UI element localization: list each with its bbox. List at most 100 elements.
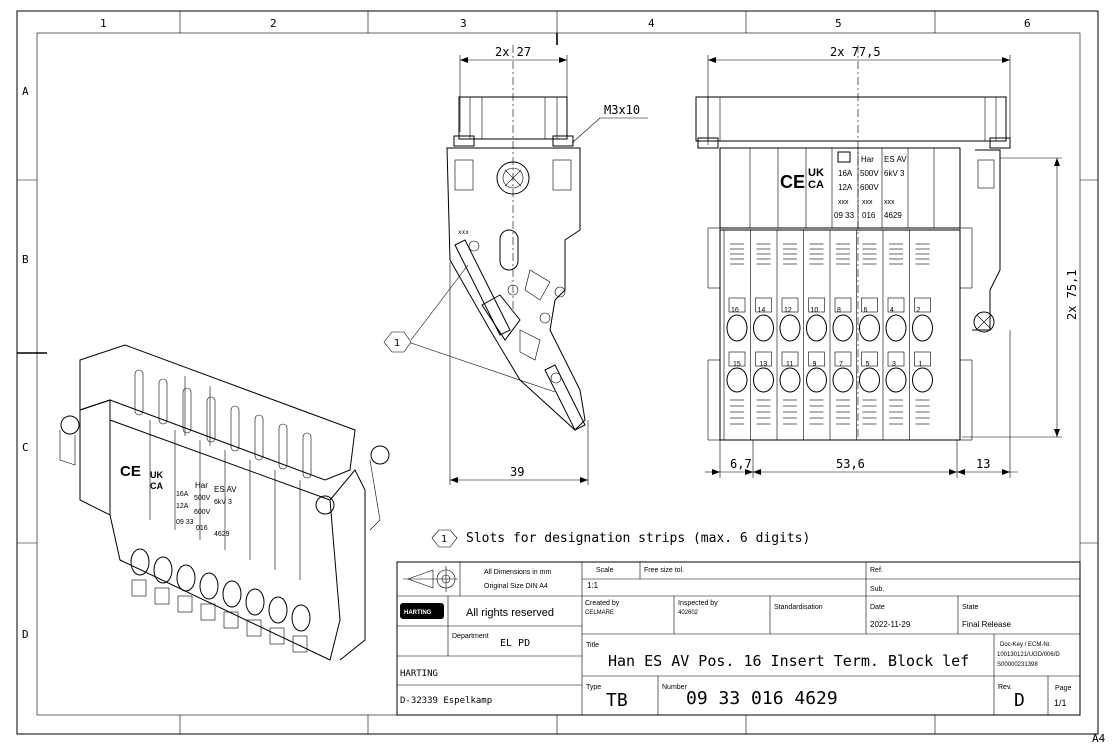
created-label: Created by xyxy=(585,600,620,607)
contact-pin xyxy=(158,378,168,425)
sub-label: Sub. xyxy=(870,586,884,593)
wire-entry xyxy=(726,314,748,342)
marking-code: xxx xyxy=(862,199,873,206)
wire-entry xyxy=(779,314,801,342)
iso-current2: 12A xyxy=(176,503,189,510)
push-button xyxy=(728,297,746,313)
iso-spring xyxy=(131,579,147,597)
push-button xyxy=(781,351,799,367)
iso-spring xyxy=(177,595,193,613)
iso-p3: 4629 xyxy=(214,531,230,538)
dockey-value-1: 100130121/UGD/006/D xyxy=(997,652,1060,658)
marking-code: xxx xyxy=(838,199,849,206)
created-value: CELMARE xyxy=(585,610,614,616)
wire-entry xyxy=(806,367,827,393)
contact-pin xyxy=(182,387,192,434)
iso-spring xyxy=(246,619,262,637)
page-label: Page xyxy=(1055,685,1071,692)
sheet-size: A4 xyxy=(1092,732,1106,745)
page-value: 1/1 xyxy=(1054,698,1067,708)
push-button xyxy=(728,351,746,367)
push-button xyxy=(834,297,852,313)
iso-spring xyxy=(269,627,285,645)
title-block: All Dimensions in mm Original Size DIN A… xyxy=(396,561,1081,716)
projection-symbol xyxy=(403,566,458,592)
dim-side-width: 2x 77,5 xyxy=(830,45,881,59)
push-button xyxy=(808,297,825,313)
push-button xyxy=(887,297,905,313)
dim-pitch-span: 53,6 xyxy=(836,457,865,471)
iso-voltage: 500V xyxy=(194,495,211,502)
wire-entry xyxy=(753,314,774,342)
wire-entry xyxy=(753,367,774,393)
contact-pin xyxy=(134,369,144,416)
column-label: 1 xyxy=(100,17,107,30)
push-button xyxy=(914,351,931,367)
iso-wire-entry xyxy=(153,556,173,584)
row-label: D xyxy=(22,628,29,641)
contact-pin xyxy=(230,405,240,452)
harting-logo-small xyxy=(837,151,851,163)
harting-logo xyxy=(400,603,444,619)
rev-value: D xyxy=(1014,690,1025,711)
push-button xyxy=(808,351,825,367)
scale-label: Scale xyxy=(596,567,614,574)
iso-rated: 6kV 3 xyxy=(214,499,232,506)
column-label: 3 xyxy=(460,17,467,30)
wire-entry xyxy=(885,314,907,342)
callout-number: 1 xyxy=(394,338,400,349)
rights-text: All rights reserved xyxy=(466,607,554,619)
dim-side-height: 2x 75,1 xyxy=(1065,269,1079,320)
push-button xyxy=(781,297,799,313)
terminal-number: 3 xyxy=(892,361,896,368)
isometric-view: CE UK CA Har ES AV 16A 500V 6kV 3 12A 60… xyxy=(59,344,390,661)
iso-wire-entry xyxy=(222,580,242,608)
number-value: 09 33 016 4629 xyxy=(686,688,838,709)
terminal-number: 13 xyxy=(760,361,768,368)
ukca-mark-bottom: CA xyxy=(808,179,824,191)
push-button xyxy=(861,351,878,367)
iso-wire-entry xyxy=(268,596,288,624)
contact-pin xyxy=(278,423,288,470)
contact-pin xyxy=(206,396,216,443)
wire-entry xyxy=(726,367,748,393)
wire-entry xyxy=(859,367,880,393)
marking-type: ES AV xyxy=(884,155,907,164)
terminal-number: 2 xyxy=(917,307,921,314)
terminal-number: 6 xyxy=(864,307,868,314)
marking-voltage: 500V xyxy=(860,169,879,178)
push-button xyxy=(914,297,931,313)
iso-spring xyxy=(154,587,170,605)
marking-rated: 6kV 3 xyxy=(884,169,905,178)
row-label: C xyxy=(22,441,29,454)
terminal-number: 16 xyxy=(731,307,739,314)
dockey-value-2: S00000231398 xyxy=(997,662,1038,668)
iso-p2: 016 xyxy=(196,525,208,532)
note-text: Slots for designation strips (max. 6 dig… xyxy=(466,531,810,546)
wire-entry xyxy=(912,367,933,393)
iso-voltage2: 600V xyxy=(194,509,211,516)
iso-spring xyxy=(200,603,216,621)
front-view: 2x 27 M3x10 xxx xyxy=(383,45,648,485)
ukca-mark-top: UK xyxy=(808,167,824,179)
ce-mark: CE xyxy=(780,172,805,192)
wire-entry xyxy=(806,314,827,342)
terminal-number: 4 xyxy=(890,307,894,314)
type-value: TB xyxy=(606,690,628,711)
marking-voltage2: 600V xyxy=(860,183,879,192)
iso-brand: Har xyxy=(195,481,208,490)
inspected-value: 402602 xyxy=(678,610,699,616)
rev-label: Rev. xyxy=(998,684,1012,691)
terminal-columns xyxy=(723,230,933,440)
number-label: Number xyxy=(662,684,688,691)
iso-spring xyxy=(223,611,239,629)
marking-p1: 09 33 xyxy=(834,211,855,220)
company-address: D-32339 Espelkamp xyxy=(400,696,492,706)
date-value: 2022-11-29 xyxy=(870,620,911,629)
contact-pin xyxy=(254,414,264,461)
wire-entry xyxy=(779,367,801,393)
terminal-number: 1 xyxy=(919,361,923,368)
dim-left-offset: 6,7 xyxy=(730,457,752,471)
iso-wire-entry xyxy=(291,604,311,632)
